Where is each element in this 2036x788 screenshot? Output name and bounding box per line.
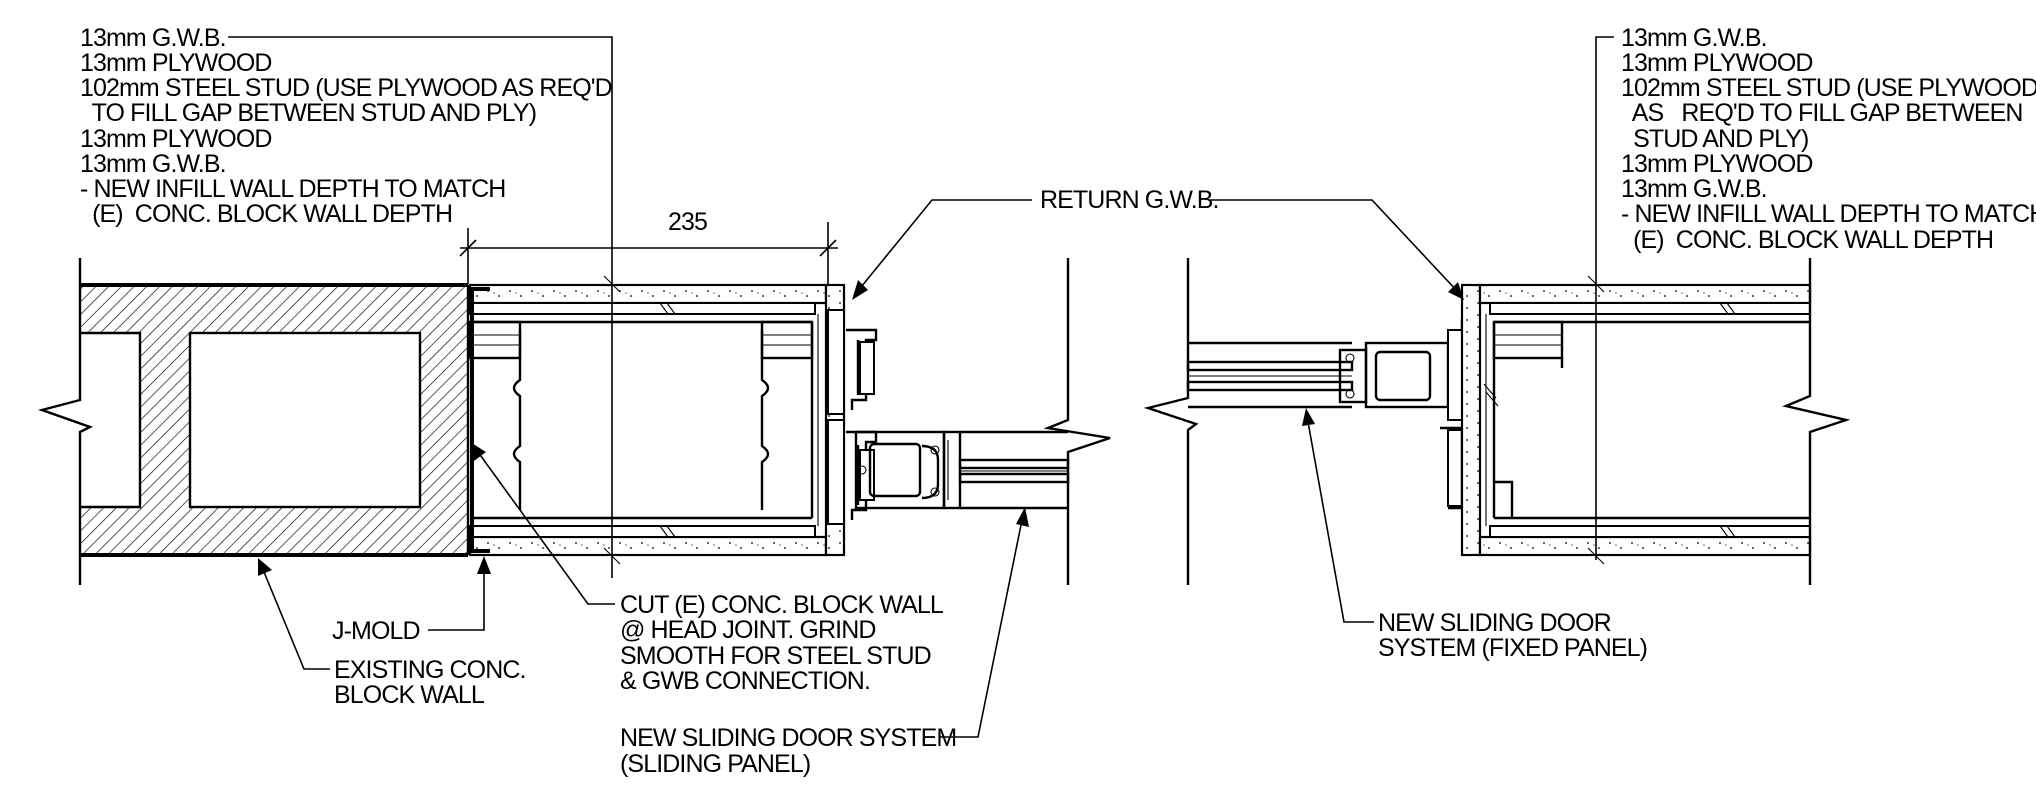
note-line: SYSTEM (FIXED PANEL) xyxy=(1378,634,1647,662)
note-line: - NEW INFILL WALL DEPTH TO MATCH xyxy=(1621,200,2036,228)
fixed-panel-leader xyxy=(1307,421,1374,623)
return-gwb-leader xyxy=(856,199,1032,293)
note-line: 13mm G.W.B. xyxy=(80,24,226,52)
fixed-panel-break-line xyxy=(1143,258,1199,585)
note-line: 102mm STEEL STUD (USE PLYWOOD xyxy=(1621,74,2036,102)
note-line: STUD AND PLY) xyxy=(1621,125,1808,153)
return-gwb-right xyxy=(1460,283,1482,557)
fixed-panel-note: NEW SLIDING DOOR SYSTEM (FIXED PANEL) xyxy=(1378,609,1648,662)
note-line: 13mm PLYWOOD xyxy=(80,125,272,153)
left-assembly-leader xyxy=(228,36,613,578)
steel-stud-right xyxy=(1485,314,1810,526)
note-line: 13mm G.W.B. xyxy=(1621,175,1767,203)
j-mold-label: J-MOLD xyxy=(332,617,420,645)
plywood-bottom-right xyxy=(1489,525,1811,538)
steel-stud-left xyxy=(468,314,819,526)
existing-block-wall-leader xyxy=(263,571,330,670)
note-line: & GWB CONNECTION. xyxy=(620,667,870,695)
note-line: 13mm PLYWOOD xyxy=(1621,49,1813,77)
note-line: TO FILL GAP BETWEEN STUD AND PLY) xyxy=(80,99,536,127)
dimension-value-label: 235 xyxy=(668,208,707,236)
note-line: (SLIDING PANEL) xyxy=(620,750,810,778)
sliding-door-frame-left xyxy=(827,309,962,525)
note-line: 13mm G.W.B. xyxy=(80,150,226,178)
dimension-235 xyxy=(459,222,838,284)
right-assembly-note: 13mm G.W.B. 13mm PLYWOOD 102mm STEEL STU… xyxy=(1621,24,2036,254)
gwb-bottom-left xyxy=(468,535,828,557)
left-break-line xyxy=(37,258,94,585)
note-line: BLOCK WALL xyxy=(334,681,485,709)
right-break-line xyxy=(1782,258,1851,585)
note-line: 102mm STEEL STUD (USE PLYWOOD AS REQ'D xyxy=(80,74,612,102)
left-jamb-detail: 235 xyxy=(37,36,1111,738)
gwb-top-right xyxy=(1478,283,1812,305)
j-mold-trim xyxy=(470,287,490,553)
existing-block-wall-section xyxy=(80,283,470,557)
note-line: CUT (E) CONC. BLOCK WALL xyxy=(620,591,944,619)
return-gwb-right-leader xyxy=(1208,199,1459,293)
note-line: SMOOTH FOR STEEL STUD xyxy=(620,642,931,670)
sliding-panel-note: NEW SLIDING DOOR SYSTEM (SLIDING PANEL) xyxy=(620,724,957,778)
note-line: NEW SLIDING DOOR xyxy=(1378,609,1611,637)
note-line: NEW SLIDING DOOR SYSTEM xyxy=(620,724,956,752)
return-gwb-label: RETURN G.W.B. xyxy=(1040,186,1219,214)
note-line: 13mm G.W.B. xyxy=(1621,24,1767,52)
cut-block-wall-leader xyxy=(477,451,615,605)
note-line: @ HEAD JOINT. GRIND xyxy=(620,616,876,644)
note-line: (E) CONC. BLOCK WALL DEPTH xyxy=(1621,226,1993,254)
note-line: - NEW INFILL WALL DEPTH TO MATCH xyxy=(80,175,505,203)
j-mold-leader xyxy=(428,572,485,631)
note-line: EXISTING CONC. xyxy=(334,656,526,684)
sliding-panel-glazing xyxy=(958,430,1070,510)
left-assembly-note: 13mm G.W.B. 13mm PLYWOOD 102mm STEEL STU… xyxy=(80,24,613,228)
existing-block-wall-note: EXISTING CONC. BLOCK WALL xyxy=(334,656,526,709)
plywood-top-right xyxy=(1489,302,1811,315)
sliding-panel-break-line xyxy=(1043,258,1111,585)
right-jamb-detail xyxy=(1143,36,1851,623)
gwb-bottom-right xyxy=(1478,535,1812,557)
note-line: 13mm PLYWOOD xyxy=(80,49,272,77)
right-assembly-leader xyxy=(1595,36,1614,560)
note-line: 13mm PLYWOOD xyxy=(1621,150,1813,178)
cut-block-wall-note: CUT (E) CONC. BLOCK WALL @ HEAD JOINT. G… xyxy=(620,591,945,695)
plywood-bottom-left xyxy=(469,525,816,538)
fixed-panel-glazing xyxy=(1186,341,1368,409)
plywood-top-left xyxy=(469,302,816,315)
sliding-panel-leader xyxy=(940,519,1023,738)
note-line: (E) CONC. BLOCK WALL DEPTH xyxy=(80,200,452,228)
gwb-top-left xyxy=(468,283,828,305)
note-line: AS REQ'D TO FILL GAP BETWEEN xyxy=(1621,99,2023,127)
